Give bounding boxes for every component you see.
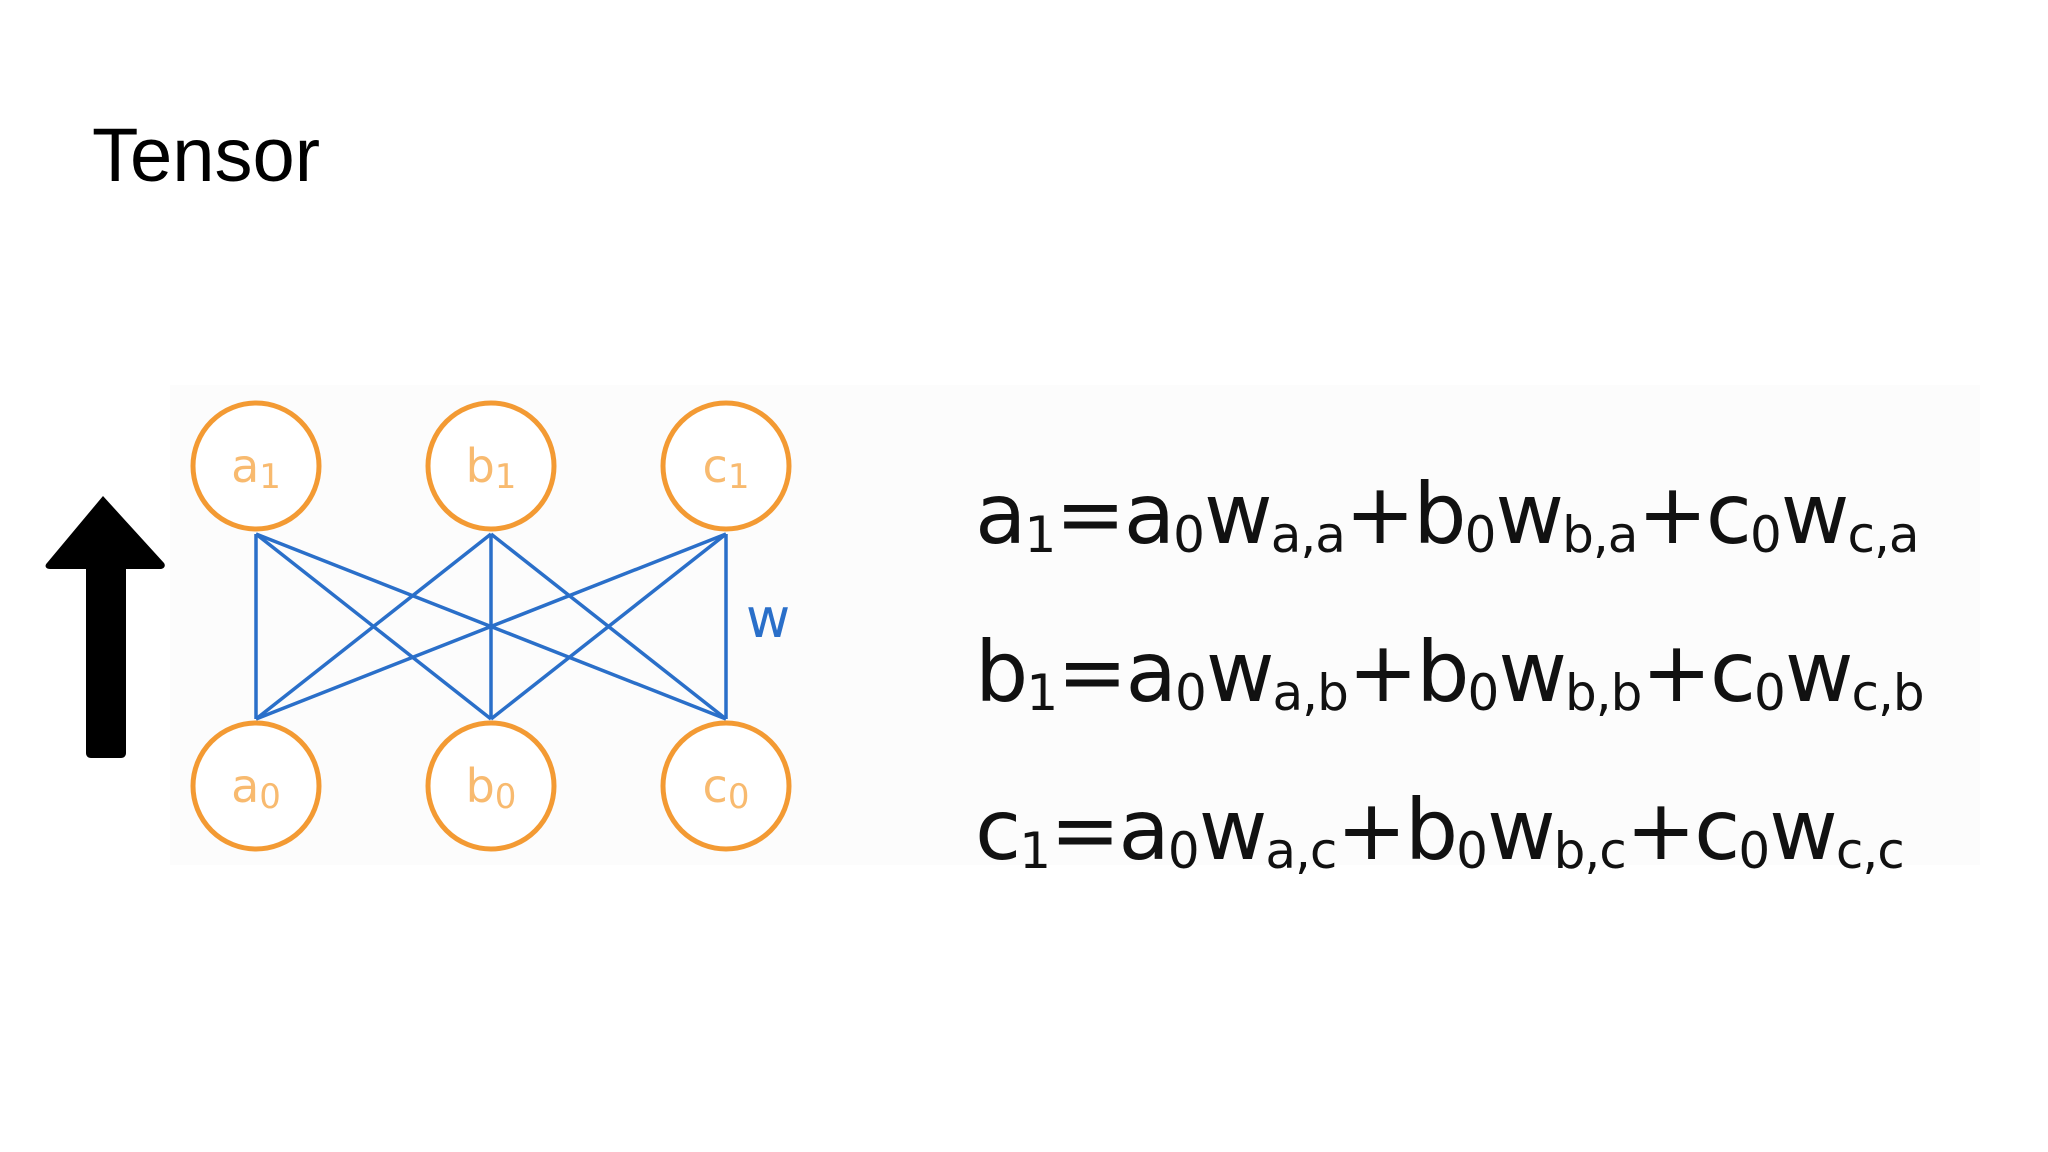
term-input: b — [1413, 465, 1466, 563]
equals-sign: = — [1055, 465, 1125, 563]
term-input-index: 0 — [1456, 822, 1488, 880]
equals-sign: = — [1057, 623, 1127, 721]
term-weight: w — [1769, 781, 1838, 879]
equation-b1: b1=a0wa,b+b0wb,b+c0wc,b — [975, 593, 2015, 751]
weight-label: w — [746, 587, 790, 650]
term-weight-index: c,b — [1851, 664, 1925, 722]
node-c1: c1 — [660, 400, 792, 532]
term-weight: w — [1198, 781, 1268, 879]
node-label: a0 — [231, 759, 281, 817]
term-input-index: 0 — [1754, 664, 1786, 722]
plus-sign: + — [1641, 623, 1711, 721]
term-weight: w — [1203, 465, 1273, 563]
equation-c1: c1=a0wa,c+b0wb,c+c0wc,c — [975, 751, 2015, 909]
node-label: c0 — [703, 759, 750, 817]
term-input-index: 0 — [1464, 506, 1497, 564]
term-weight-index: a,c — [1265, 822, 1337, 880]
equation-lhs-index: 1 — [1019, 822, 1051, 880]
node-circle — [425, 400, 557, 532]
plus-sign: + — [1344, 465, 1415, 563]
term-input: c — [1705, 465, 1752, 563]
node-index: 0 — [728, 777, 750, 817]
term-input: c — [1709, 623, 1756, 721]
term-input: b — [1416, 623, 1469, 721]
term-input-index: 0 — [1467, 664, 1500, 722]
node-label: a1 — [231, 439, 281, 497]
term-input-index: 0 — [1167, 822, 1200, 880]
node-index: 1 — [495, 457, 517, 497]
up-arrow-icon — [45, 496, 165, 758]
edge-a0-to-c1 — [255, 532, 727, 721]
node-a1: a1 — [190, 400, 322, 532]
node-label: c1 — [703, 439, 750, 497]
node-circle — [660, 400, 792, 532]
equation-lhs-index: 1 — [1024, 506, 1056, 564]
node-label: b0 — [466, 759, 517, 817]
node-circle — [425, 720, 557, 852]
edge-b0-to-c1 — [489, 532, 728, 721]
term-weight: w — [1495, 465, 1564, 563]
term-weight: w — [1780, 465, 1850, 563]
term-input: c — [1694, 781, 1740, 879]
node-letter: b — [466, 439, 495, 493]
node-letter: c — [703, 439, 728, 493]
node-letter: a — [231, 439, 259, 493]
term-input: b — [1404, 781, 1458, 879]
edge-a0-to-b1 — [254, 532, 493, 721]
plus-sign: + — [1336, 781, 1406, 879]
term-input-index: 0 — [1749, 506, 1782, 564]
node-circle — [190, 720, 322, 852]
plus-sign: + — [1625, 781, 1696, 879]
node-b0: b0 — [425, 720, 557, 852]
term-input-index: 0 — [1173, 506, 1205, 564]
network-edges — [254, 532, 728, 721]
equation-lhs-letter: b — [975, 623, 1028, 721]
equals-sign: = — [1050, 781, 1120, 879]
term-input-index: 0 — [1175, 664, 1207, 722]
term-weight-index: b,b — [1565, 664, 1642, 722]
arrow-shape — [45, 496, 165, 758]
node-label: b1 — [466, 439, 517, 497]
term-weight: w — [1498, 623, 1567, 721]
term-weight: w — [1486, 781, 1556, 879]
term-input-index: 0 — [1738, 822, 1770, 880]
node-index: 1 — [728, 457, 750, 497]
node-c0: c0 — [660, 720, 792, 852]
plus-sign: + — [1347, 623, 1418, 721]
node-letter: a — [231, 759, 259, 813]
node-a0: a0 — [190, 720, 322, 852]
node-b1: b1 — [425, 400, 557, 532]
equation-lhs-index: 1 — [1026, 664, 1058, 722]
term-input: a — [1125, 623, 1178, 721]
node-index: 0 — [495, 777, 517, 817]
equation-a1: a1=a0wa,a+b0wb,a+c0wc,a — [975, 435, 2015, 593]
node-circle — [190, 400, 322, 532]
term-input: a — [1118, 781, 1170, 879]
term-weight-index: a,a — [1270, 506, 1346, 564]
term-weight-index: b,c — [1553, 822, 1627, 880]
term-weight: w — [1784, 623, 1854, 721]
term-weight: w — [1205, 623, 1275, 721]
node-letter: c — [703, 759, 728, 813]
node-index: 1 — [259, 457, 281, 497]
node-circle — [660, 720, 792, 852]
node-letter: b — [466, 759, 495, 813]
slide-title: Tensor — [92, 113, 321, 198]
equation-lhs-letter: a — [975, 465, 1027, 563]
term-weight-index: c,c — [1835, 822, 1905, 880]
term-weight-index: b,a — [1562, 506, 1638, 564]
term-input: a — [1123, 465, 1176, 563]
equation-lhs-letter: c — [975, 781, 1021, 879]
term-weight-index: a,b — [1272, 664, 1349, 722]
term-weight-index: c,a — [1847, 506, 1919, 564]
plus-sign: + — [1637, 465, 1707, 563]
node-index: 0 — [259, 777, 281, 817]
